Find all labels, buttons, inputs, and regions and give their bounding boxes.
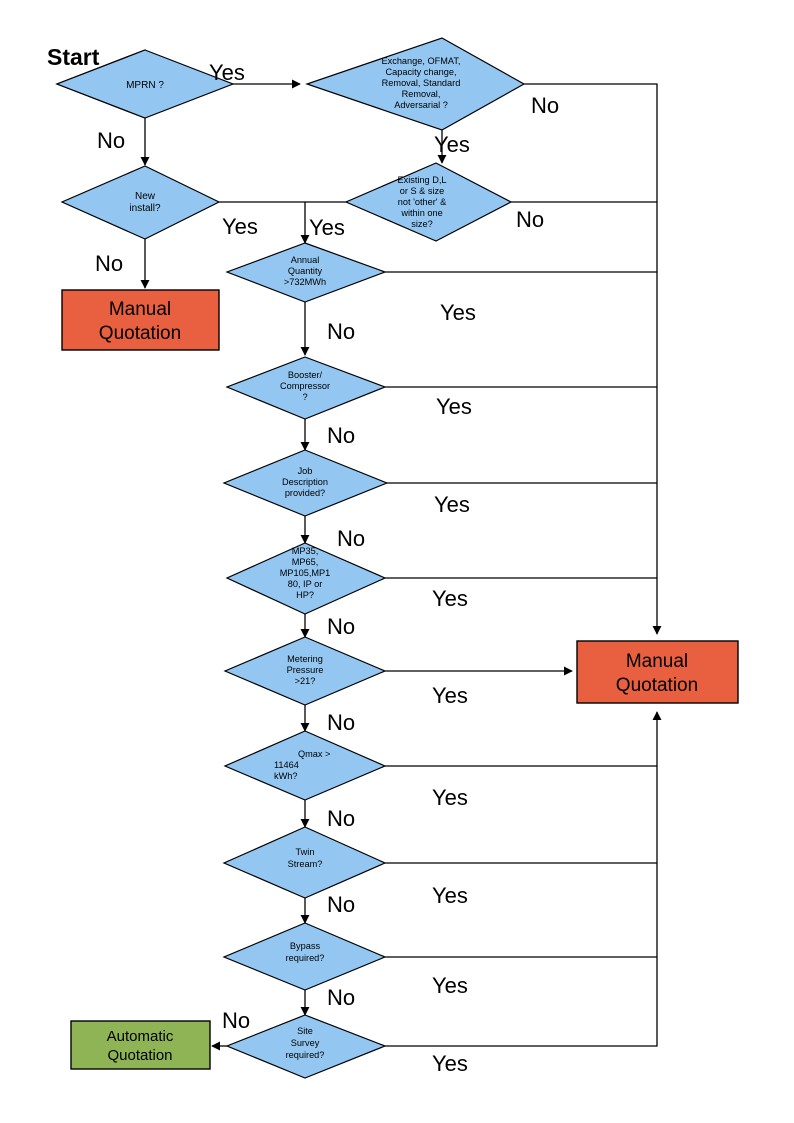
node-exchange-line-4: Adversarial ? [394, 100, 448, 110]
node-new-install-line-0: New [135, 191, 156, 202]
label-exchange-no: No [531, 93, 559, 118]
label-qmax-yes: Yes [432, 785, 468, 810]
node-mp-class[interactable]: MP35, MP65, MP105,MP1 80, IP or HP? [225, 542, 387, 615]
node-exchange[interactable]: Exchange, OFMAT, Capacity change, Remova… [305, 37, 526, 131]
node-qmax[interactable]: Qmax > 11464 kWh? [223, 730, 387, 801]
label-twin-yes: Yes [432, 883, 468, 908]
node-new-install-line-1: install? [129, 203, 161, 214]
node-jobdesc-line-1: Description [282, 477, 328, 487]
label-newinstall-yes: Yes [222, 214, 258, 239]
manual-right-line-0: Manual [626, 651, 688, 672]
label-metering-yes: Yes [432, 683, 468, 708]
node-jobdesc-line-2: provided? [285, 488, 325, 498]
manual-left-line-1: Quotation [99, 323, 181, 344]
label-mpclass-no: No [327, 614, 355, 639]
manual-right-line-1: Quotation [616, 675, 698, 696]
node-sitesurvey-line-2: required? [286, 1050, 325, 1060]
node-site-survey[interactable]: Site Survey required? [225, 1014, 387, 1079]
node-mpclass-line-3: 80, IP or [288, 579, 323, 589]
node-annual-line-2: >732MWh [284, 277, 326, 287]
label-existing-yes: Yes [309, 215, 345, 240]
node-twin-stream[interactable]: Twin Stream? [222, 826, 387, 899]
node-jobdesc-line-0: Job [298, 466, 313, 476]
node-manual-quotation-right[interactable]: Manual Quotation [576, 640, 739, 704]
edge-sitesurvey-yes [385, 711, 662, 1047]
node-new-install[interactable]: New install? [60, 165, 221, 240]
node-bypass-line-0: Bypass [290, 941, 321, 951]
node-existing-line-3: within one [400, 208, 442, 218]
node-booster-line-0: Booster/ [288, 370, 323, 380]
label-booster-yes: Yes [436, 394, 472, 419]
node-metering-line-0: Metering [287, 654, 323, 664]
node-annual-line-0: Annual [291, 255, 320, 265]
node-exchange-line-0: Exchange, OFMAT, [382, 56, 461, 66]
label-mprn-yes: Yes [209, 60, 245, 85]
label-twin-no: No [327, 892, 355, 917]
node-twin-line-1: Stream? [288, 859, 323, 869]
edge-exchange-no [524, 83, 662, 635]
node-metering-line-1: Pressure [287, 665, 324, 675]
start-label: Start [47, 44, 100, 70]
node-job-description[interactable]: Job Description provided? [222, 449, 389, 517]
node-mprn[interactable]: MPRN ? [55, 49, 235, 119]
label-sitesurvey-yes: Yes [432, 1051, 468, 1076]
label-annual-no: No [327, 319, 355, 344]
node-bypass[interactable]: Bypass required? [222, 922, 387, 991]
label-jobdesc-no: No [337, 526, 365, 551]
manual-left-line-0: Manual [109, 299, 171, 320]
label-exchange-yes: Yes [434, 132, 470, 157]
node-booster[interactable]: Booster/ Compressor ? [225, 356, 387, 420]
node-qmax-line-2: kWh? [274, 771, 298, 781]
label-booster-no: No [327, 423, 355, 448]
node-sitesurvey-line-1: Survey [291, 1038, 320, 1048]
label-metering-no: No [327, 710, 355, 735]
label-mprn-no: No [97, 128, 125, 153]
node-twin-line-0: Twin [296, 847, 315, 857]
node-existing-line-4: size? [411, 219, 432, 229]
node-qmax-line-0: Qmax > [298, 749, 330, 759]
label-annual-yes: Yes [440, 300, 476, 325]
node-mpclass-line-0: MP35, [292, 546, 319, 556]
node-metering-pressure[interactable]: Metering Pressure >21? [223, 636, 387, 706]
node-metering-line-2: >21? [295, 676, 316, 686]
node-existing-line-1: or S & size [400, 186, 444, 196]
label-jobdesc-yes: Yes [434, 492, 470, 517]
node-manual-quotation-left[interactable]: Manual Quotation [61, 289, 220, 351]
node-mprn-line-0: MPRN ? [126, 80, 164, 91]
node-qmax-line-1: 11464 [274, 760, 299, 770]
node-exchange-line-1: Capacity change, [386, 67, 457, 77]
node-exchange-line-3: Removal, [402, 89, 441, 99]
label-existing-no: No [516, 207, 544, 232]
node-sitesurvey-line-0: Site [297, 1026, 313, 1036]
automatic-line-0: Automatic [107, 1028, 174, 1045]
node-existing[interactable]: Existing D,L or S & size not 'other' & w… [344, 162, 513, 242]
node-annual-line-1: Quantity [288, 266, 323, 276]
label-newinstall-no: No [95, 251, 123, 276]
node-booster-line-1: Compressor [280, 381, 330, 391]
automatic-line-1: Quotation [107, 1047, 172, 1064]
node-automatic-quotation[interactable]: Automatic Quotation [70, 1020, 211, 1070]
label-bypass-no: No [327, 985, 355, 1010]
node-exchange-line-2: Removal, Standard [382, 78, 461, 88]
node-existing-line-0: Existing D,L [397, 175, 446, 185]
node-mpclass-line-2: MP105,MP1 [280, 568, 331, 578]
node-mpclass-line-1: MP65, [292, 557, 319, 567]
label-bypass-yes: Yes [432, 973, 468, 998]
label-mpclass-yes: Yes [432, 586, 468, 611]
label-qmax-no: No [327, 806, 355, 831]
label-sitesurvey-no: No [222, 1008, 250, 1033]
node-bypass-line-1: required? [286, 953, 325, 963]
node-booster-line-2: ? [302, 392, 307, 402]
node-annual-quantity[interactable]: Annual Quantity >732MWh [225, 242, 387, 303]
node-mpclass-line-4: HP? [296, 590, 314, 600]
node-existing-line-2: not 'other' & [398, 197, 446, 207]
